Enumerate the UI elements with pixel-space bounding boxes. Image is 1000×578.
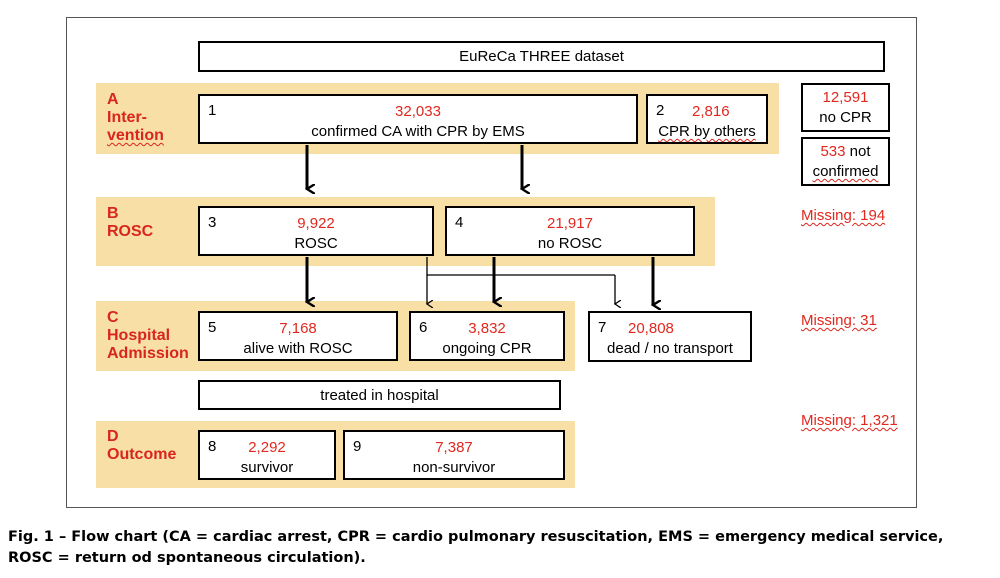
box-label: alive with ROSC	[243, 340, 353, 357]
excluded-label: no CPR	[819, 109, 872, 126]
figure-caption: Fig. 1 – Flow chart (CA = cardiac arrest…	[8, 527, 998, 569]
excluded-label: confirmed	[812, 163, 879, 180]
excluded-label: not	[849, 143, 871, 160]
section-letter: C	[107, 309, 119, 326]
dataset-label: EuReCa THREE dataset	[459, 48, 624, 65]
box-value: 2,816	[692, 103, 730, 120]
section-letter: B	[107, 205, 119, 222]
excluded-not-confirmed-box: 533 not confirmed	[801, 137, 890, 186]
missing-label-admission: Missing: 31	[801, 312, 877, 329]
box-label: confirmed CA with CPR by EMS	[311, 123, 525, 140]
box-label: CPR by others	[658, 123, 756, 140]
section-label-c: C Hospital Admission	[107, 309, 189, 363]
box-number: 3	[208, 214, 217, 231]
box-8-survivor: 8 2,292 survivor	[198, 430, 336, 480]
box-value: 21,917	[547, 215, 593, 232]
box-6-ongoing-cpr: 6 3,832 ongoing CPR	[409, 311, 565, 361]
box-label: ROSC	[294, 235, 338, 252]
box-1-confirmed-ca: 1 32,033 confirmed CA with CPR by EMS	[198, 94, 638, 144]
box-2-cpr-by-others: 2 2,816 CPR by others	[646, 94, 768, 144]
box-value: 9,922	[297, 215, 335, 232]
section-label-a: A Inter- vention	[107, 91, 164, 145]
section-label-b: B ROSC	[107, 205, 153, 241]
box-number: 7	[598, 319, 607, 336]
section-title-line: vention	[107, 127, 164, 144]
box-label: no ROSC	[537, 235, 603, 252]
box-label: dead / no transport	[607, 340, 733, 357]
box-value: 7,168	[279, 320, 317, 337]
treated-in-hospital-box: treated in hospital	[198, 380, 561, 410]
box-3-rosc: 3 9,922 ROSC	[198, 206, 434, 256]
excluded-no-cpr-box: 12,591 no CPR	[801, 83, 890, 132]
box-number: 2	[656, 102, 665, 119]
box-5-alive-with-rosc: 5 7,168 alive with ROSC	[198, 311, 398, 361]
box-label: survivor	[240, 459, 294, 476]
excluded-value: 533	[820, 143, 846, 160]
section-letter: A	[107, 91, 119, 108]
section-title-line: Outcome	[107, 446, 177, 463]
section-title-line: ROSC	[107, 223, 154, 240]
connector-3-to-6-and-7	[426, 257, 615, 276]
section-letter: D	[107, 428, 119, 445]
box-9-non-survivor: 9 7,387 non-survivor	[343, 430, 565, 480]
box-number: 9	[353, 438, 362, 455]
section-title-line: Hospital	[107, 327, 171, 344]
box-number: 5	[208, 319, 217, 336]
section-title-line: Inter-	[107, 109, 147, 126]
box-number: 6	[419, 319, 428, 336]
dataset-box: EuReCa THREE dataset	[198, 41, 885, 72]
section-label-d: D Outcome	[107, 428, 176, 464]
box-label: non-survivor	[412, 459, 496, 476]
treated-label: treated in hospital	[320, 386, 439, 404]
box-number: 8	[208, 438, 217, 455]
section-title-line: Admission	[107, 345, 189, 362]
excluded-value: 12,591	[822, 89, 869, 106]
box-value: 3,832	[468, 320, 506, 337]
box-value: 32,033	[395, 103, 441, 120]
missing-label-rosc: Missing: 194	[801, 207, 886, 224]
missing-label-outcome: Missing: 1,321	[801, 412, 898, 429]
box-value: 2,292	[248, 439, 286, 456]
caption-line-1: Fig. 1 – Flow chart (CA = cardiac arrest…	[8, 529, 944, 545]
box-label: ongoing CPR	[442, 340, 532, 357]
box-4-no-rosc: 4 21,917 no ROSC	[445, 206, 695, 256]
box-7-dead-no-transport: 7 20,808 dead / no transport	[588, 311, 752, 362]
box-number: 4	[455, 214, 464, 231]
caption-line-2: ROSC = return od spontaneous circulation…	[8, 550, 366, 566]
box-value: 7,387	[435, 439, 473, 456]
box-number: 1	[208, 102, 217, 119]
box-value: 20,808	[628, 320, 674, 337]
